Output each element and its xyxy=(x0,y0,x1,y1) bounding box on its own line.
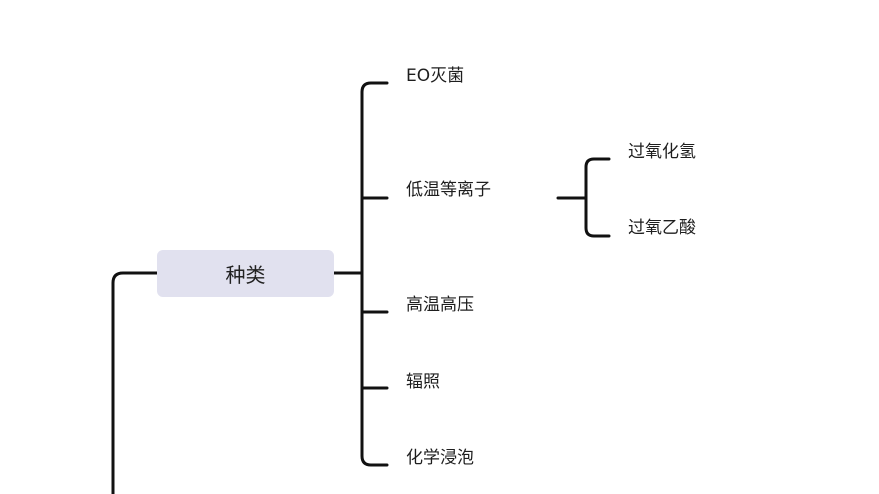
branch-topic-plasma[interactable]: 低温等离子 xyxy=(406,180,491,200)
main-bracket xyxy=(360,81,389,467)
branch-topic-eo[interactable]: EO灭菌 xyxy=(406,66,464,86)
central-topic[interactable]: 种类 xyxy=(157,250,334,297)
branch-topic-label: 高温高压 xyxy=(406,295,474,315)
branch-topic-autoclave[interactable]: 高温高压 xyxy=(406,295,474,315)
central-topic-label: 种类 xyxy=(225,263,266,287)
sub-topic-peracetic-acid[interactable]: 过氧乙酸 xyxy=(628,218,696,238)
parent-connector xyxy=(111,271,159,494)
branch-topic-label: 低温等离子 xyxy=(406,180,491,200)
sub-topic-label: 过氧乙酸 xyxy=(628,218,696,238)
sub-bracket xyxy=(584,157,611,238)
sub-topic-hydrogen-peroxide[interactable]: 过氧化氢 xyxy=(628,142,696,162)
sub-topic-label: 过氧化氢 xyxy=(628,142,696,162)
branch-topic-label: EO灭菌 xyxy=(406,66,465,86)
branch-topic-irradiation[interactable]: 辐照 xyxy=(406,372,440,392)
branch-topic-chemical-soak[interactable]: 化学浸泡 xyxy=(406,448,474,468)
branch-topic-label: 化学浸泡 xyxy=(406,448,474,468)
branch-topic-label: 辐照 xyxy=(406,372,440,392)
